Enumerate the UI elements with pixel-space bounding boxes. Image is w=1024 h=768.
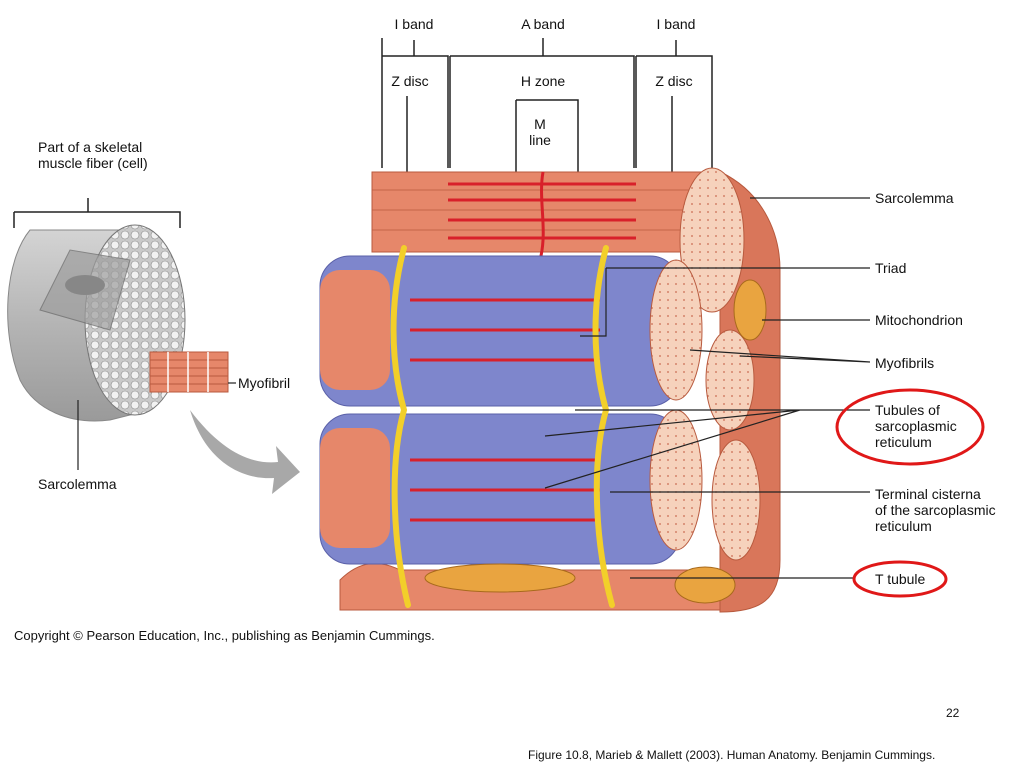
label-h-zone: H zone: [520, 73, 566, 89]
tubules-highlight-ellipse: [835, 388, 985, 466]
label-myofibrils: Myofibrils: [875, 355, 935, 371]
label-i-band-left: I band: [394, 16, 434, 32]
band-brackets: [381, 38, 713, 180]
label-sarcolemma-right: Sarcolemma: [875, 190, 954, 206]
label-muscle-fiber-title: Part of a skeletal muscle fiber (cell): [38, 139, 148, 171]
figure-citation: Figure 10.8, Marieb & Mallett (2003). Hu…: [528, 748, 936, 762]
label-tubules-sr: Tubules of sarcoplasmic reticulum: [875, 402, 957, 450]
label-mitochondrion: Mitochondrion: [875, 312, 963, 328]
label-a-band: A band: [521, 16, 565, 32]
label-m-line: M line: [529, 116, 551, 148]
label-i-band-right: I band: [656, 16, 696, 32]
arrow-icon: [190, 410, 300, 494]
label-t-tubule: T tubule: [875, 571, 926, 587]
page-number: 22: [946, 706, 960, 720]
leader-lines: [544, 197, 871, 579]
myofibril-block: [319, 167, 781, 613]
label-myofibril: Myofibril: [238, 375, 291, 391]
t-tubule-highlight-ellipse: [852, 560, 948, 598]
muscle-fiber-cell-illustration: [7, 198, 300, 494]
label-sarcolemma-left: Sarcolemma: [38, 476, 117, 492]
label-z-disc-left: Z disc: [391, 73, 429, 89]
label-terminal-cisterna: Terminal cisterna of the sarcoplasmic re…: [875, 486, 996, 534]
copyright-text: Copyright © Pearson Education, Inc., pub…: [14, 628, 435, 643]
label-z-disc-right: Z disc: [655, 73, 693, 89]
label-triad: Triad: [875, 260, 907, 276]
myofibril-bundle: [149, 351, 229, 393]
mitochondrion-shape: [733, 279, 767, 341]
